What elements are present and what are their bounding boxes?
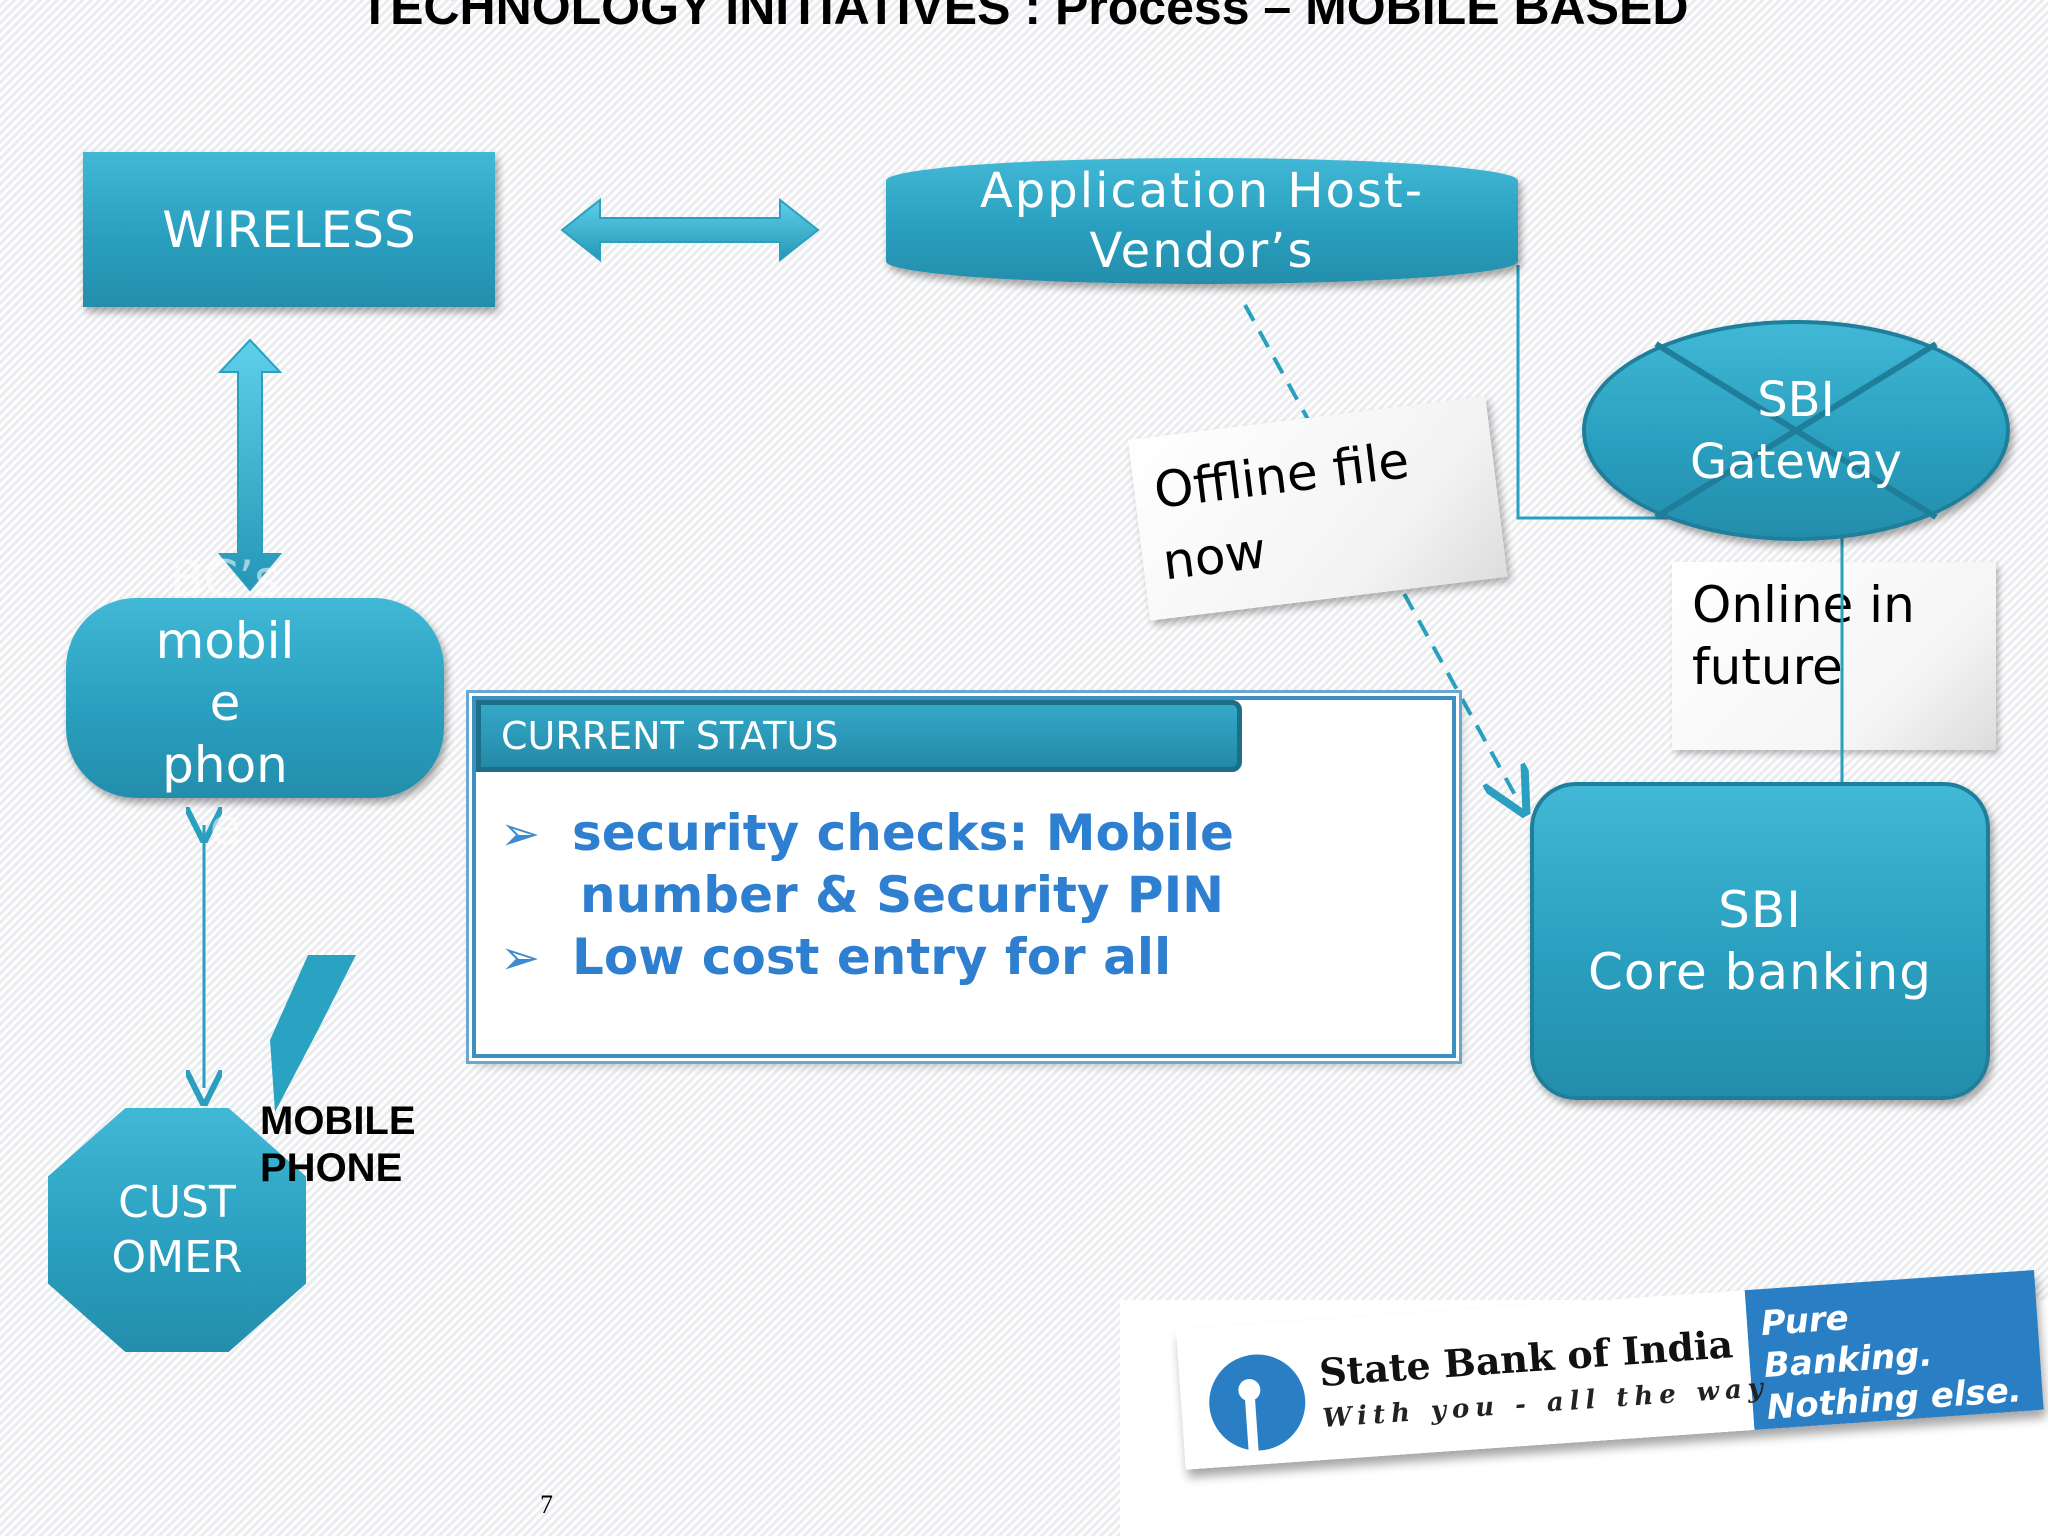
slide-title: TECHNOLOGY INITIATIVES : Process – MOBIL… — [359, 0, 1689, 35]
status-bullet-1-line2: number & Security PIN — [580, 866, 1225, 924]
gateway-cross-mark — [1654, 341, 1938, 520]
core-banking-label-line1: SBI — [1718, 881, 1802, 939]
status-bullet-1: security checks: Mobile number & Securit… — [572, 802, 1234, 926]
bc-label-line4: phon — [162, 736, 288, 794]
bc-label-line3: e — [209, 674, 241, 732]
arrow-bullet-icon: ➢ — [500, 806, 541, 862]
sbi-gateway-node: SBI Gateway — [1582, 320, 2010, 541]
status-bullet-2-line1: Low cost entry for all — [572, 928, 1172, 986]
sbi-gateway-label-line2: Gateway — [1689, 433, 1903, 490]
online-note: Online in future — [1672, 562, 1996, 750]
application-host-node: Application Host- Vendor’s — [886, 158, 1518, 284]
sbi-logo-slogan-panel: Pure Banking. Nothing else. — [1744, 1270, 2044, 1430]
sbi-gateway-label-line1: SBI — [1757, 371, 1835, 428]
page-number: 7 — [540, 1490, 553, 1519]
sbi-core-banking-node: SBI Core banking — [1530, 782, 1990, 1100]
bc-label-line2: mobil — [155, 612, 295, 670]
mobile-phone-label: MOBILE PHONE — [260, 1098, 416, 1192]
wireless-apphost-arrow — [560, 197, 820, 263]
arrow-bullet-icon: ➢ — [500, 930, 541, 986]
core-banking-label-line2: Core banking — [1588, 943, 1932, 1001]
customer-label-line2: OMER — [111, 1232, 243, 1283]
mobile-phone-label-line2: PHONE — [260, 1146, 403, 1190]
online-note-line1: Online in — [1692, 576, 1915, 634]
status-bullet-2: Low cost entry for all — [572, 926, 1171, 988]
wireless-node: WIRELESS — [83, 152, 495, 307]
application-host-label-line1: Application Host- — [979, 163, 1425, 219]
online-note-line2: future — [1692, 638, 1843, 696]
gateway-core-line-overlay — [1840, 560, 1844, 760]
bc-mobile-phone-label: BC’s mobil e phon e — [130, 548, 320, 858]
bc-label-line1: BC’s — [169, 550, 281, 608]
wireless-bcphone-arrow — [217, 338, 283, 592]
mobile-phone-label-line1: MOBILE — [260, 1099, 416, 1143]
apphost-gateway-line — [1516, 265, 1700, 520]
customer-label-line1: CUST — [118, 1177, 236, 1228]
status-bullet-1-line1: security checks: Mobile — [572, 804, 1234, 862]
current-status-header: CURRENT STATUS — [476, 700, 1242, 772]
bc-label-line5: e — [209, 798, 241, 856]
mobile-phone-callout — [270, 955, 356, 1112]
application-host-label-line2: Vendor’s — [1089, 223, 1315, 279]
bc-mobile-phone-node — [66, 598, 444, 798]
customer-node: CUST OMER — [48, 1108, 306, 1352]
